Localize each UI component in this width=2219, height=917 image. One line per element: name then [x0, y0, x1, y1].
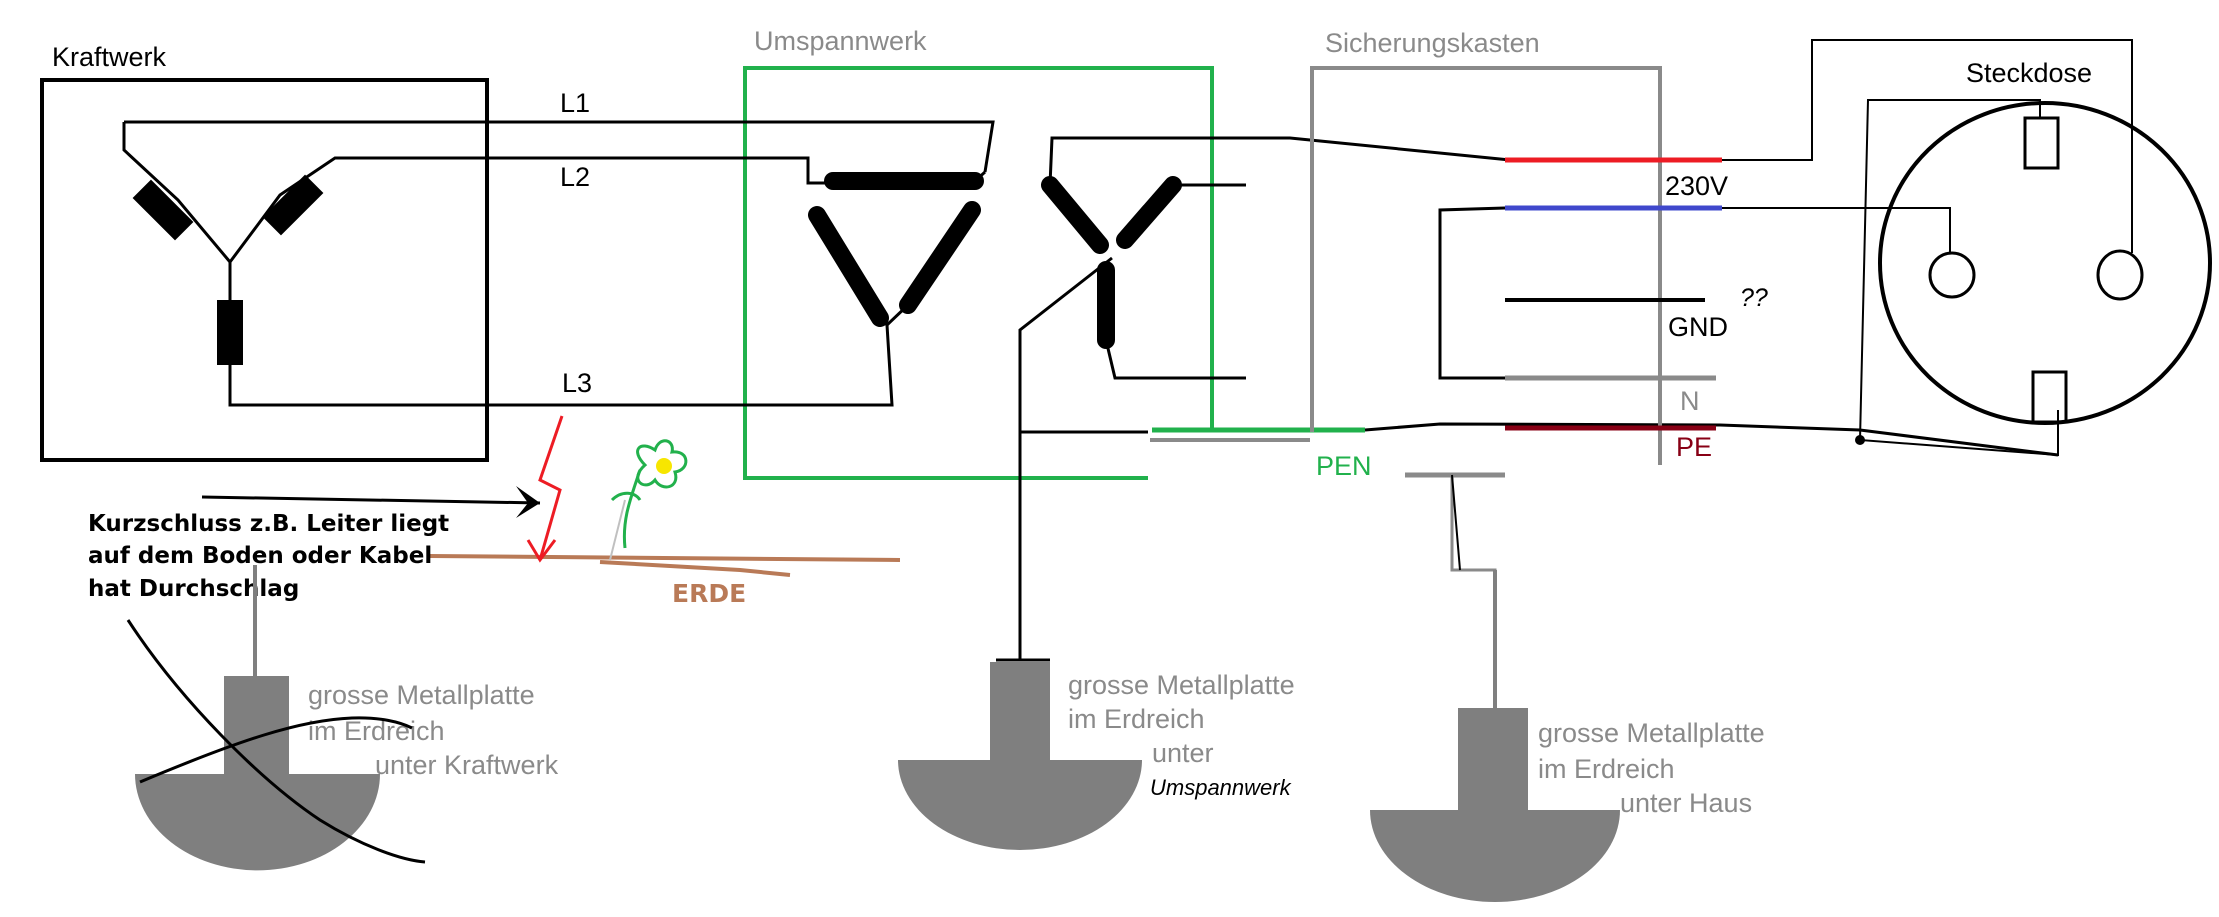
kurzschluss-arrow — [201, 495, 541, 505]
socket-right-hole — [2096, 249, 2144, 301]
delta-wire-l3 — [622, 324, 894, 407]
question-label: ?? — [1740, 284, 1768, 312]
gnd-label: GND — [1668, 312, 1728, 342]
socket-l-wire — [1722, 39, 2133, 253]
kurzschluss-line-1: Kurzschluss z.B. Leiter liegt — [88, 511, 449, 537]
haus-plate-stem — [1458, 708, 1528, 813]
house-earth-black — [1451, 474, 1461, 571]
star-wire-top — [1048, 136, 1511, 186]
sicherungskasten-box — [1310, 66, 1662, 465]
kraftwerk-plate-stem — [224, 676, 289, 776]
umspann-plate-stem — [990, 662, 1050, 762]
umspannwerk-label: Umspannwerk — [754, 26, 927, 56]
umspann-plate-line-3: unter — [1152, 738, 1214, 768]
erde-label: ERDE — [672, 579, 746, 608]
kraftwerk-plate-dome — [135, 774, 380, 871]
socket-left-hole — [1928, 251, 1976, 299]
haus-plate-line-3: unter Haus — [1620, 788, 1752, 818]
pen-section: PEN — [1150, 422, 2059, 481]
umspann-plate-line-4: Umspannwerk — [1150, 775, 1292, 800]
l2-label: L2 — [560, 162, 590, 192]
socket-top-contact — [2023, 116, 2060, 170]
generator-coil-2 — [262, 174, 324, 236]
umspannwerk-box — [743, 66, 1214, 480]
pen-black-wire — [1364, 422, 2059, 457]
pen-label: PEN — [1316, 451, 1372, 481]
l3-label: L3 — [562, 368, 592, 398]
generator-coil-1 — [132, 179, 194, 241]
haus-earth-plate: grosse Metallplatte im Erdreich unter Ha… — [1370, 570, 1765, 902]
generator-wire-l1 — [122, 122, 232, 263]
star-coil-right — [1116, 176, 1182, 249]
umspannwerk-section: Umspannwerk — [622, 26, 1511, 660]
haus-plate-line-1: grosse Metallplatte — [1538, 718, 1765, 748]
delta-wire-l2 — [628, 156, 840, 185]
n-label: N — [1680, 386, 1700, 416]
socket-junction-dot — [1855, 435, 1865, 445]
generator-coil-3 — [217, 300, 243, 365]
kraftwerk-plate-line-3: unter Kraftwerk — [375, 750, 559, 780]
sicherungskasten-section: Sicherungskasten 230V GND ?? N PE — [1310, 28, 1768, 710]
lightning-icon — [538, 415, 564, 561]
delta-link-top — [973, 170, 987, 183]
kurzschluss-line-2: auf dem Boden oder Kabel — [88, 543, 432, 569]
kraftwerk-box — [40, 78, 489, 462]
socket-bottom-contact — [2031, 370, 2068, 424]
haus-plate-dome — [1370, 810, 1620, 902]
cross-out-mark — [126, 619, 426, 864]
kraftwerk-earth-plate: grosse Metallplatte im Erdreich unter Kr… — [126, 565, 559, 871]
kraftwerk-label: Kraftwerk — [52, 42, 167, 72]
socket-outline — [1878, 101, 2212, 425]
star-coil-left — [1041, 176, 1109, 254]
haus-plate-line-2: im Erdreich — [1538, 754, 1675, 784]
steckdose-section: Steckdose — [1722, 39, 2212, 457]
erde-section: ERDE Kurzschluss z.B. Leiter liegt auf d… — [88, 415, 901, 608]
umspannwerk-earth-plate: grosse Metallplatte im Erdreich unter Um… — [898, 658, 1295, 850]
umspann-plate-line-1: grosse Metallplatte — [1068, 670, 1295, 700]
kurzschluss-line-3: hat Durchschlag — [88, 576, 299, 602]
delta-wire-l1 — [628, 120, 995, 173]
kurzschluss-arrowhead-icon — [516, 486, 540, 518]
flower-petals-icon — [636, 439, 688, 489]
star-wire-bottom — [1104, 339, 1246, 380]
delta-coil-right — [899, 201, 981, 314]
n-feed-wire — [1438, 206, 1506, 380]
erde-ground-line — [429, 554, 901, 577]
230v-label: 230V — [1665, 171, 1728, 201]
lightning-arrowhead-icon — [526, 539, 557, 563]
pe-label: PE — [1676, 432, 1712, 462]
umspann-plate-dome — [898, 760, 1142, 850]
generator-wire-l2 — [228, 156, 350, 263]
house-earth-wire — [1450, 475, 1497, 710]
delta-link-left — [878, 316, 889, 327]
delta-coil-left — [808, 206, 889, 327]
flower-stem-gray — [609, 499, 626, 561]
delta-link-right — [885, 303, 910, 327]
kraftwerk-section: Kraftwerk L1 L2 L3 — [40, 42, 628, 462]
star-neutral-wire — [1018, 256, 1113, 660]
sicherungskasten-label: Sicherungskasten — [1325, 28, 1540, 58]
steckdose-label: Steckdose — [1966, 58, 2092, 88]
socket-pe-wire — [1858, 99, 2059, 457]
flower-center-icon — [656, 458, 672, 474]
l1-label: L1 — [560, 88, 590, 118]
umspann-plate-line-2: im Erdreich — [1068, 704, 1205, 734]
socket-n-wire — [1722, 207, 1951, 253]
kraftwerk-plate-line-1: grosse Metallplatte — [308, 680, 535, 710]
